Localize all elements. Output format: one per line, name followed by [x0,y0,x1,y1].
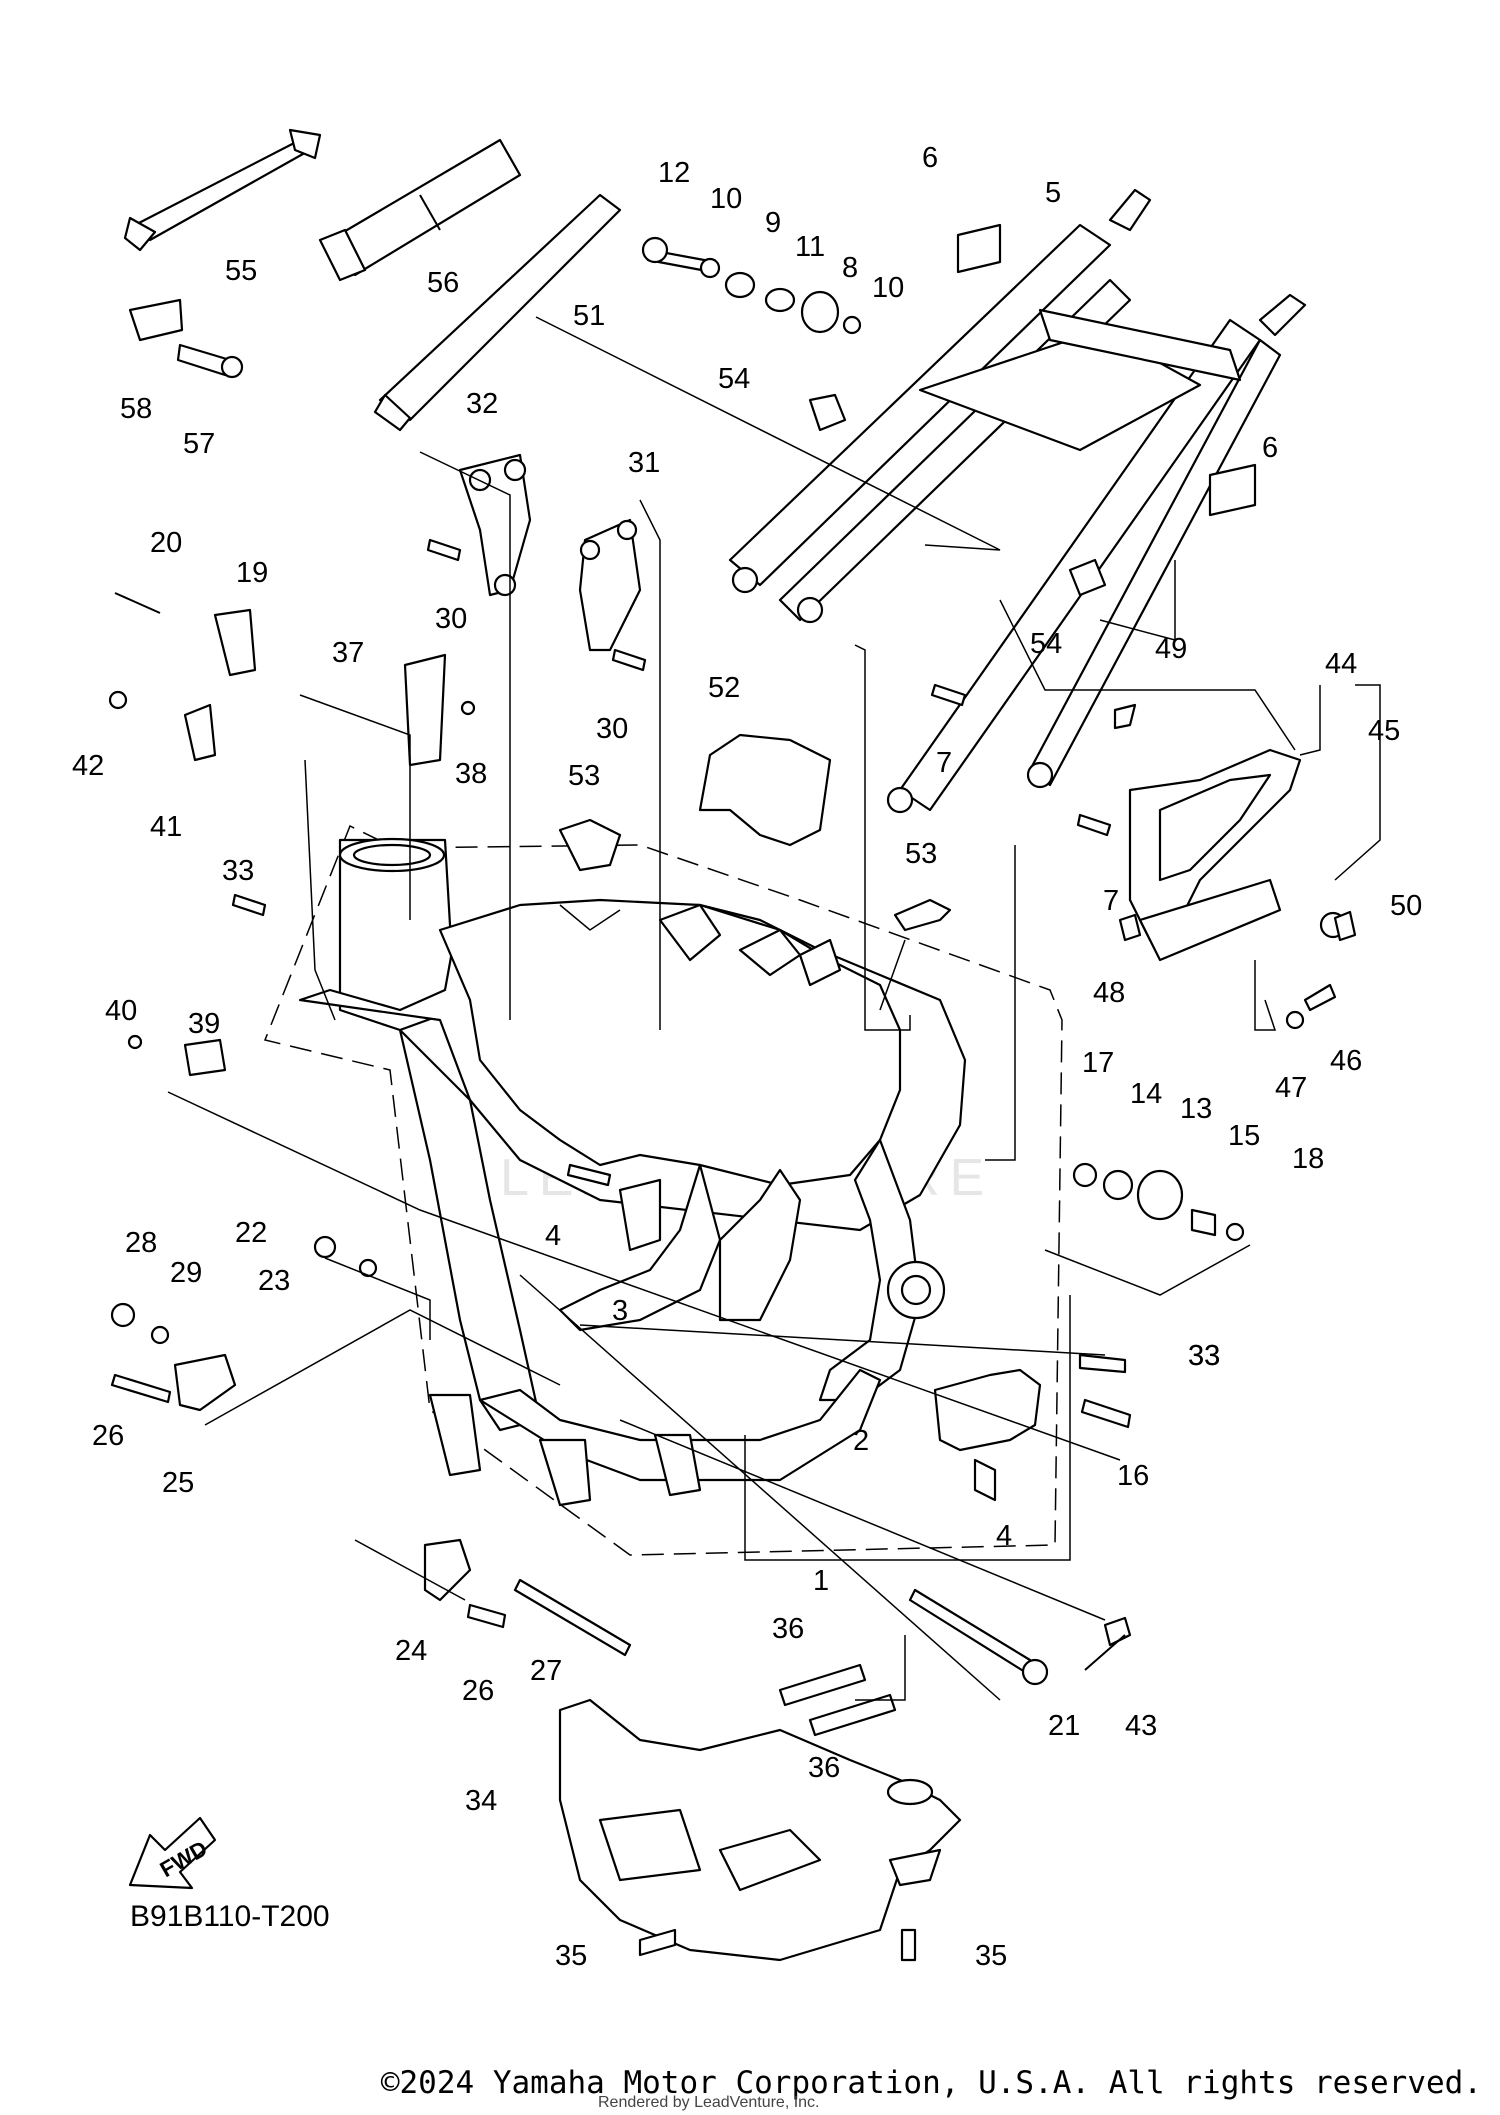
callout-46: 46 [1330,1045,1362,1077]
callout-23: 23 [258,1265,290,1297]
callout-1: 1 [813,1565,829,1597]
callout-26: 26 [92,1420,124,1452]
callout-6: 6 [922,142,938,174]
callout-54b: 54 [1030,628,1062,660]
callout-3: 3 [612,1295,628,1327]
callout-25: 25 [162,1467,194,1499]
callout-41: 41 [150,811,182,843]
callout-6b: 6 [1262,432,1278,464]
callout-28: 28 [125,1227,157,1259]
copyright-notice: ©2024 Yamaha Motor Corporation, U.S.A. A… [380,2065,1482,2101]
callout-36b: 36 [808,1752,840,1784]
callout-5: 5 [1045,177,1061,209]
callout-42: 42 [72,750,104,782]
callout-33c: 33 [1188,1340,1220,1372]
callout-7b: 7 [1103,885,1119,917]
forward-arrow [128,1816,217,1890]
callout-26b: 26 [462,1675,494,1707]
callout-29: 29 [170,1257,202,1289]
callout-51: 51 [573,300,605,332]
callout-50: 50 [1390,890,1422,922]
callout-13: 13 [1180,1093,1212,1125]
callout-12: 12 [658,157,690,189]
callout-49: 49 [1155,633,1187,665]
callout-34: 34 [465,1785,497,1817]
callout-15: 15 [1228,1120,1260,1152]
callout-10: 10 [710,183,742,215]
callout-53b: 53 [905,838,937,870]
callout-31: 31 [628,447,660,479]
callout-17: 17 [1082,1047,1114,1079]
callouts: 1 2 3 4 4 5 6 6 7 7 8 9 10 10 11 12 13 1… [72,142,1422,1972]
side-cover [1128,748,1302,962]
callout-53: 53 [568,760,600,792]
callout-7: 7 [936,747,952,779]
leader-lines [167,316,1381,1701]
callout-4b: 4 [996,1520,1012,1552]
callout-4: 4 [545,1220,561,1252]
callout-9: 9 [765,207,781,239]
callout-20: 20 [150,527,182,559]
callout-22: 22 [235,1217,267,1249]
callout-27: 27 [530,1655,562,1687]
callout-19: 19 [236,557,268,589]
diagram-code: B91B110-T200 [130,1900,330,1933]
callout-39: 39 [188,1008,220,1040]
callout-57: 57 [183,428,215,460]
callout-38: 38 [455,758,487,790]
callout-56: 56 [427,267,459,299]
callout-48: 48 [1093,977,1125,1009]
callout-8: 8 [842,252,858,284]
callout-52: 52 [708,672,740,704]
callout-30: 30 [435,603,467,635]
callout-21: 21 [1048,1710,1080,1742]
callout-33b: 33 [1188,1340,1220,1372]
callout-36: 36 [772,1613,804,1645]
callout-55: 55 [225,255,257,287]
callout-16: 16 [1117,1460,1149,1492]
callout-35: 35 [555,1940,587,1972]
callout-43: 43 [1125,1710,1157,1742]
callout-45: 45 [1368,715,1400,747]
callout-44: 44 [1325,648,1357,680]
callout-33: 33 [222,855,254,887]
callout-24: 24 [395,1635,427,1667]
callout-18: 18 [1292,1143,1324,1175]
callout-47: 47 [1275,1072,1307,1104]
main-frame [298,837,967,1507]
callout-11: 11 [795,231,825,263]
callout-14: 14 [1130,1078,1162,1110]
callout-2: 2 [853,1425,869,1457]
rendered-by-notice: Rendered by LeadVenture, Inc. [598,2094,820,2111]
callout-32: 32 [466,388,498,420]
callout-30b: 30 [596,713,628,745]
callout-37: 37 [332,637,364,669]
callout-54: 54 [718,363,750,395]
callout-10b: 10 [872,272,904,304]
skid-plate [558,1698,962,1962]
callout-35b: 35 [975,1940,1007,1972]
callout-40: 40 [105,995,137,1027]
small-parts [108,128,1357,1962]
callout-58: 58 [120,393,152,425]
